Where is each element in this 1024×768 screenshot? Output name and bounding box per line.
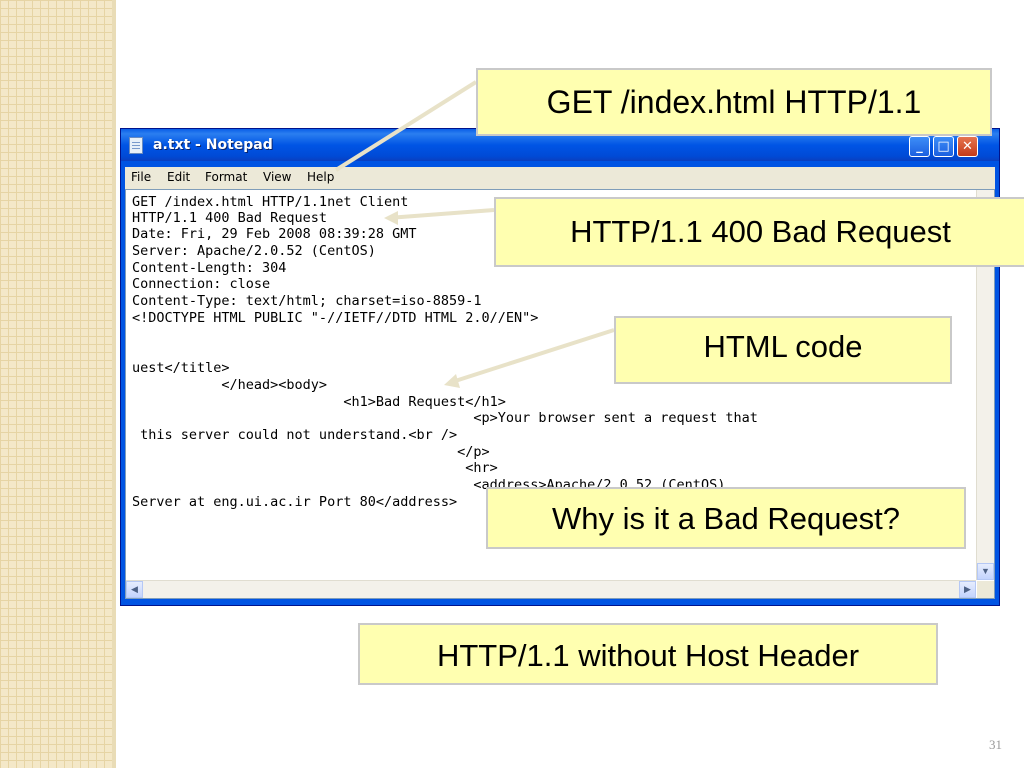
menu-view[interactable]: View	[263, 170, 292, 184]
text-line: Server: Apache/2.0.52 (CentOS)	[132, 243, 376, 259]
vertical-scrollbar[interactable]: ▼	[976, 190, 994, 580]
connector-line-request	[334, 80, 478, 172]
scroll-right-icon[interactable]: ▶	[959, 581, 976, 598]
text-line: this server could not understand.<br />	[132, 427, 458, 443]
window-title: a.txt - Notepad	[153, 137, 273, 153]
callout-answer: HTTP/1.1 without Host Header	[358, 623, 938, 685]
menu-format[interactable]: Format	[205, 170, 248, 184]
callout-request-line: GET /index.html HTTP/1.1	[476, 68, 992, 136]
close-button[interactable]: ✕	[957, 136, 978, 157]
scroll-down-icon[interactable]: ▼	[977, 563, 994, 580]
callout-html-code: HTML code	[614, 316, 952, 384]
callout-question: Why is it a Bad Request?	[486, 487, 966, 549]
connector-line-html	[451, 328, 615, 384]
maximize-button[interactable]: □	[933, 136, 954, 157]
text-line: <!DOCTYPE HTML PUBLIC "-//IETF//DTD HTML…	[132, 310, 539, 326]
decorative-side-strip	[0, 0, 112, 768]
callout-status-line: HTTP/1.1 400 Bad Request	[494, 197, 1024, 267]
text-line: GET /index.html HTTP/1.1net Client	[132, 194, 409, 210]
arrowhead-status	[384, 211, 398, 225]
text-line: <hr>	[132, 460, 498, 476]
menu-file[interactable]: File	[131, 170, 152, 184]
text-line: uest</title>	[132, 360, 230, 376]
scroll-left-icon[interactable]: ◀	[126, 581, 143, 598]
menu-edit[interactable]: Edit	[167, 170, 191, 184]
text-line: <h1>Bad Request</h1>	[132, 394, 506, 410]
text-line: Server at eng.ui.ac.ir Port 80</address>	[132, 494, 458, 510]
text-line: </p>	[132, 444, 490, 460]
text-line: Content-Length: 304	[132, 260, 287, 276]
slide-number: 31	[989, 737, 1002, 752]
text-line: HTTP/1.1 400 Bad Request	[132, 210, 328, 226]
menu-bar: File Edit Format View Help	[125, 167, 995, 189]
arrowhead-html	[444, 374, 460, 388]
text-line: Date: Fri, 29 Feb 2008 08:39:28 GMT	[132, 226, 417, 242]
minimize-button[interactable]: _	[909, 136, 930, 157]
text-line: Content-Type: text/html; charset=iso-885…	[132, 293, 482, 309]
scrollbar-corner	[977, 581, 994, 598]
text-line: <p>Your browser sent a request that	[132, 410, 758, 426]
side-strip-border	[112, 0, 116, 768]
document-text[interactable]: GET /index.html HTTP/1.1net Client HTTP/…	[128, 192, 976, 576]
menu-help[interactable]: Help	[307, 170, 335, 184]
horizontal-scrollbar[interactable]: ◀ ▶	[126, 580, 976, 598]
text-line: </head><body>	[132, 377, 328, 393]
notepad-icon	[129, 137, 143, 154]
connector-line-status	[387, 208, 495, 220]
text-line: Connection: close	[132, 276, 271, 292]
